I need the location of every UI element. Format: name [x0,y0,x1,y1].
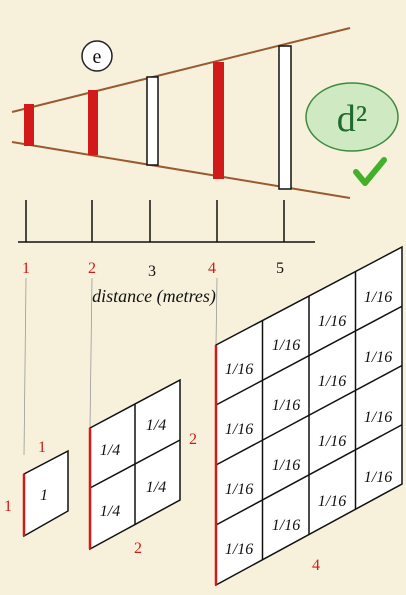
guide-line-4 [215,277,218,346]
bar-2 [88,90,98,155]
badge-e [81,40,113,72]
bar-1 [24,104,34,146]
grid-4-cell-r3c4: 1/16 [364,409,392,426]
check-mark-icon [353,157,387,186]
grid-2-cell-4: 1/4 [146,479,166,496]
badge-d2 [305,82,399,152]
grid-4-cell-r4c2: 1/16 [272,517,300,534]
grid-4-cell-r4c3: 1/16 [318,493,346,510]
grid-4-cell-r2c1: 1/16 [225,421,253,438]
bar-4 [213,62,224,179]
grid-4-cell-r2c4: 1/16 [364,349,392,366]
grid-1-top-label: 1 [38,439,46,456]
grid-1-side-label: 1 [4,498,12,515]
grid-4-cell-r3c3: 1/16 [318,433,346,450]
grid-4 [215,245,403,587]
tick-label-4: 4 [208,260,216,277]
grid-4-cell-r2c2: 1/16 [272,397,300,414]
grid-2 [89,378,181,551]
bar-5 [278,45,292,190]
tick-label-5: 5 [276,260,284,277]
grid-1-cell: 1 [40,487,48,504]
cone-upper-line [11,27,351,113]
grid-4-cell-r3c2: 1/16 [272,457,300,474]
grid-4-cell-r3c1: 1/16 [225,481,253,498]
grid-4-cell-r1c4: 1/16 [364,289,392,306]
grid-2-cell-1: 1/4 [100,442,120,459]
axis-title: distance (metres) [92,286,216,307]
grid-4-cell-r1c3: 1/16 [318,313,346,330]
grid-4-cell-r4c1: 1/16 [225,541,253,558]
badge-d2-label: d² [337,98,367,140]
grid-4-bottom-label: 4 [312,557,320,574]
grid-2-side-label: 2 [189,431,197,448]
bar-3 [146,76,159,166]
guide-line-2 [89,277,93,429]
grid-4-cell-r4c4: 1/16 [364,469,392,486]
grid-4-cell-r1c1: 1/16 [225,361,253,378]
grid-4-cell-r2c3: 1/16 [318,373,346,390]
guide-line-1 [23,277,27,456]
badge-e-label: e [93,46,102,68]
tick-label-3: 3 [148,263,156,280]
grid-4-cell-r1c2: 1/16 [272,337,300,354]
grid-2-cell-2: 1/4 [146,417,166,434]
tick-label-2: 2 [88,260,96,277]
grid-2-cell-3: 1/4 [100,503,120,520]
tick-label-1: 1 [22,260,30,277]
grid-2-bottom-label: 2 [134,540,142,557]
cone-lower-line [11,141,351,199]
